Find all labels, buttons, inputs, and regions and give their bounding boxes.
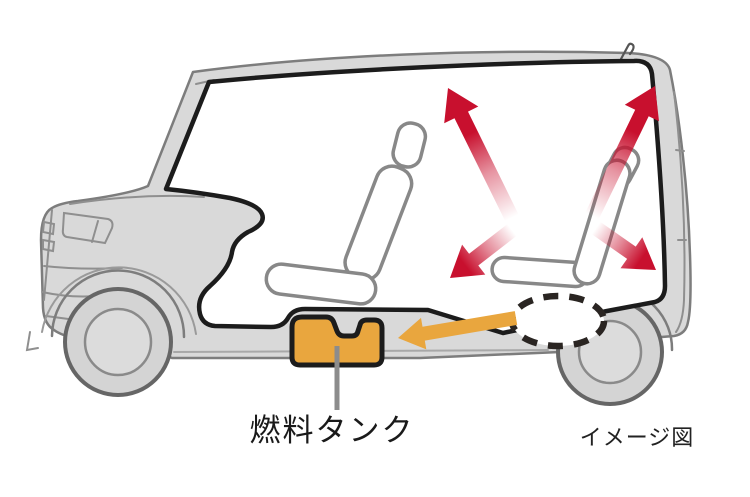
expand-outward-arrows-icon bbox=[444, 86, 659, 278]
front-seat-cushion bbox=[264, 262, 378, 306]
previous-location-marker-icon bbox=[508, 292, 608, 350]
cabin-interior bbox=[163, 58, 668, 336]
antenna-icon bbox=[619, 42, 635, 61]
expand-arrow-down-left-icon bbox=[450, 224, 517, 278]
relocate-left-arrow-icon bbox=[398, 311, 518, 350]
front-wheel bbox=[63, 287, 173, 397]
rear-panel-line bbox=[673, 91, 686, 333]
front-grille-vent bbox=[42, 238, 56, 253]
tow-lip bbox=[25, 331, 39, 352]
rear-panel-tick bbox=[675, 149, 685, 152]
headlight-divider bbox=[91, 220, 99, 243]
fuel-tank bbox=[289, 314, 385, 368]
expand-arrow-down-right-icon bbox=[591, 221, 656, 270]
expand-arrow-up-right-icon bbox=[585, 86, 659, 220]
front-wheel-arch-outer bbox=[41, 266, 197, 335]
expand-arrow-up-left-icon bbox=[444, 88, 519, 222]
image-caption: イメージ図 bbox=[580, 425, 695, 450]
front-wheel-arch-inner bbox=[50, 269, 186, 339]
headlight-icon bbox=[61, 211, 114, 245]
car-front-details bbox=[25, 79, 215, 352]
front-edge-line bbox=[43, 209, 53, 301]
fuel-tank-label: 燃料タンク bbox=[250, 413, 415, 448]
front-seat-headrest bbox=[391, 121, 428, 169]
front-seat bbox=[264, 121, 428, 306]
rear-rim bbox=[577, 319, 643, 385]
front-rim bbox=[83, 307, 153, 377]
hood-crease bbox=[69, 194, 205, 205]
